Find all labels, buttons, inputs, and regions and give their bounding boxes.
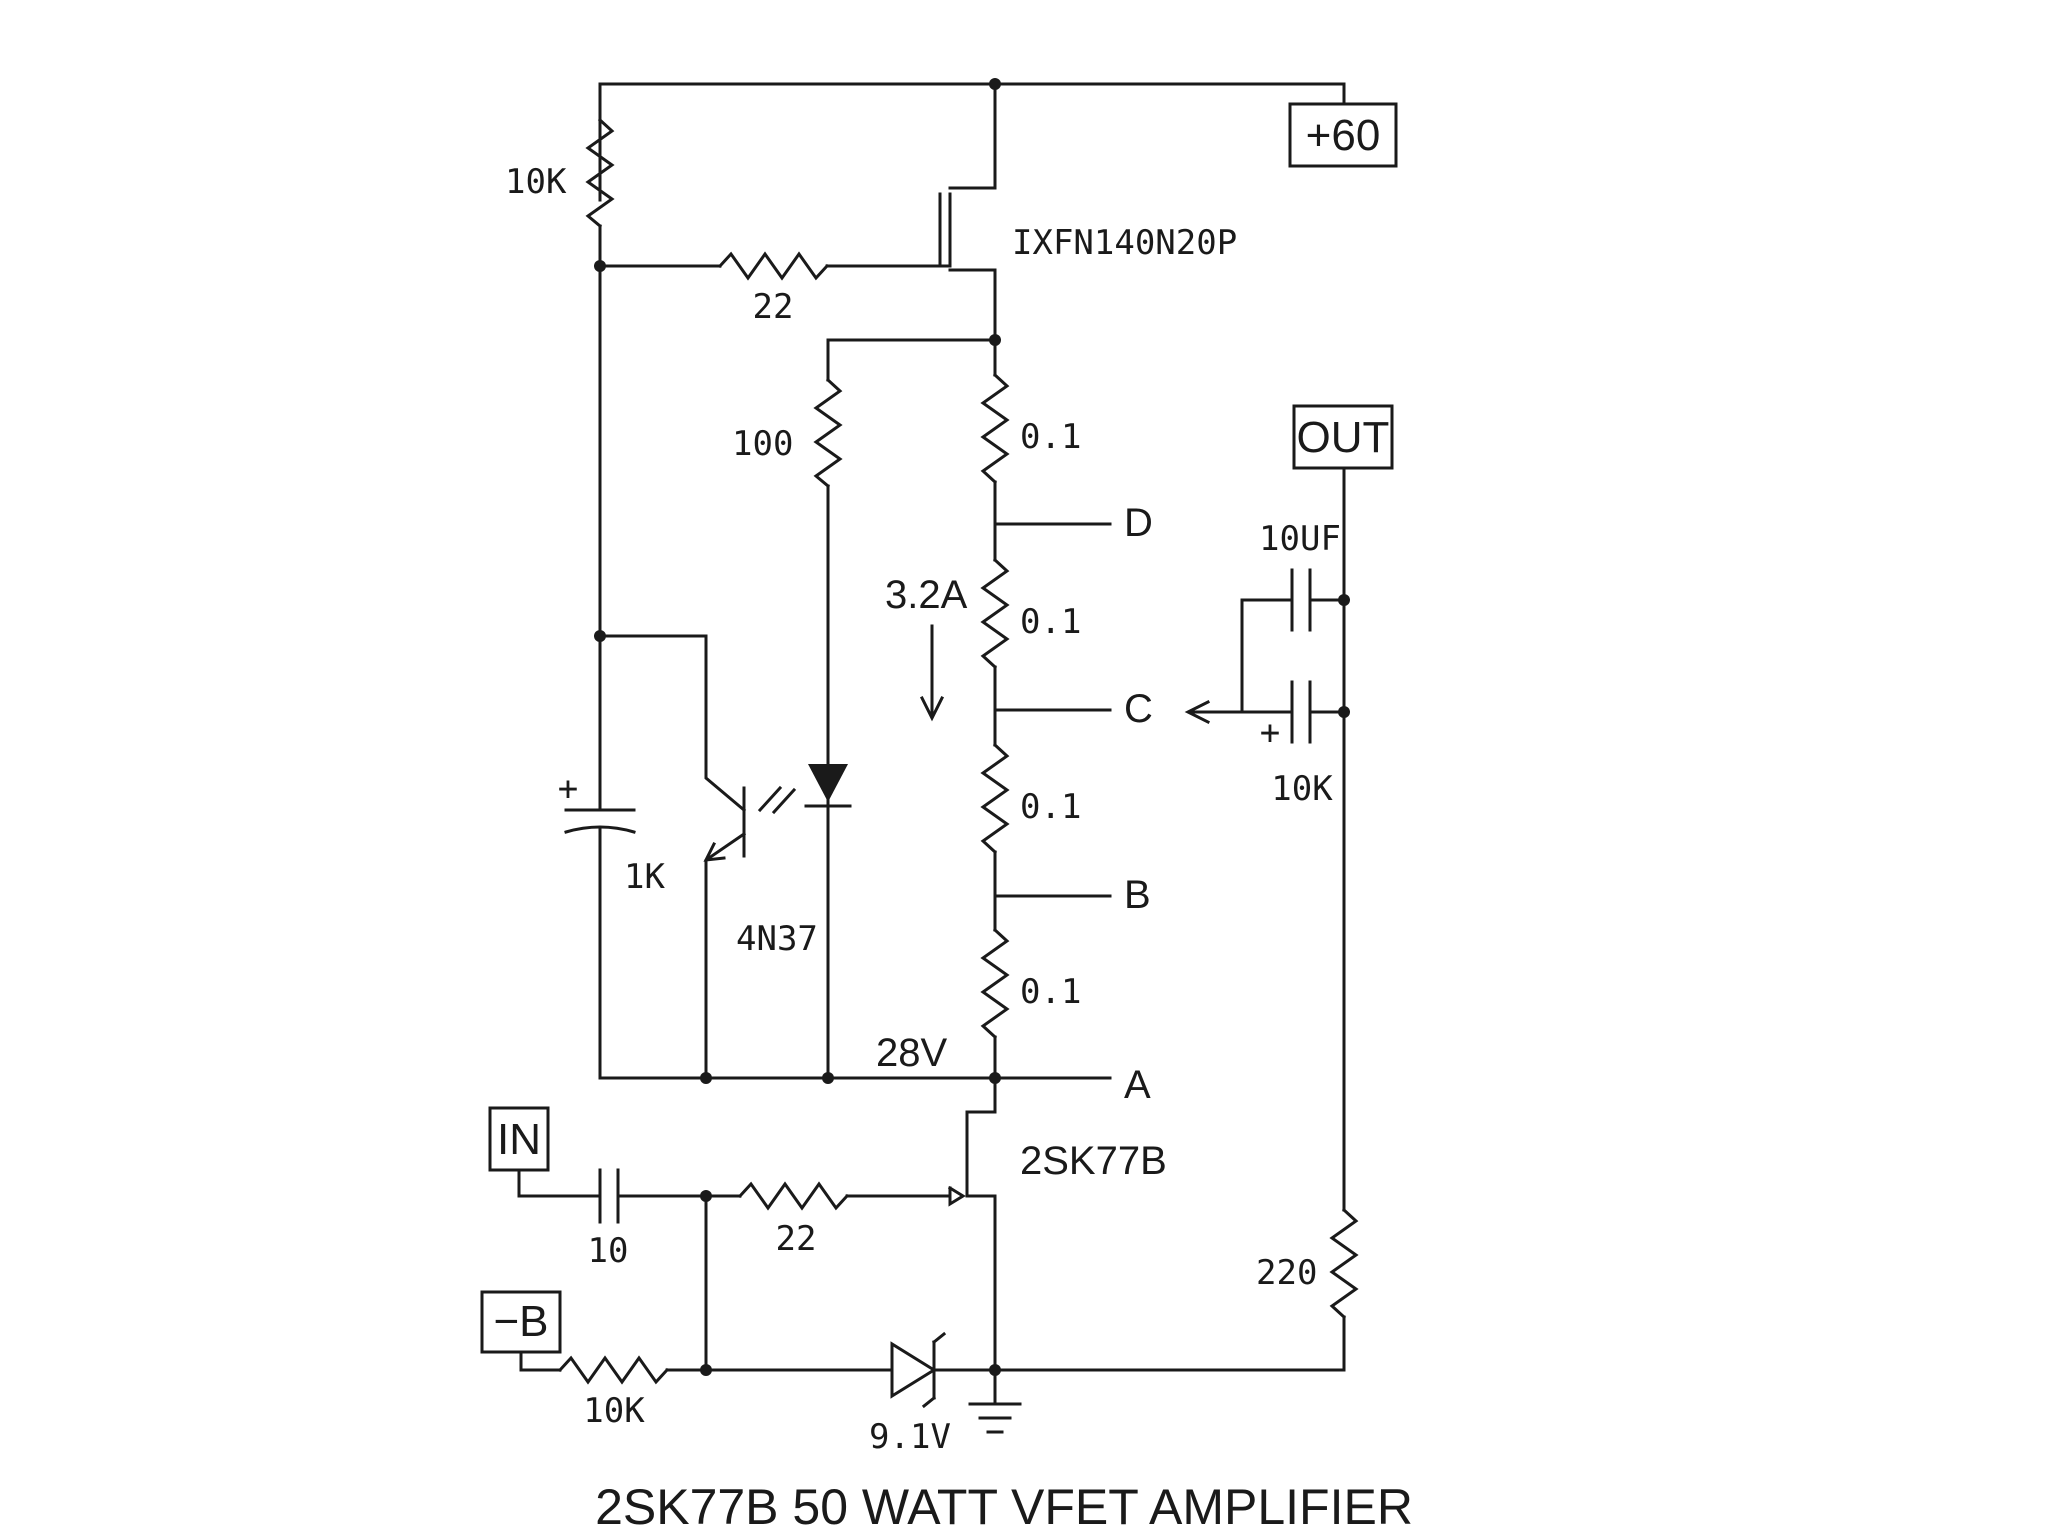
svg-text:10K: 10K [505,162,567,202]
resistor-0-1-fourth: 0.1 [980,927,1081,1080]
svg-text:100: 100 [732,424,793,464]
capacitor-10uf: 10UF [1240,519,1350,714]
svg-text:0.1: 0.1 [1020,787,1081,827]
resistor-10k-top: 10K [505,82,615,268]
svg-text:10K: 10K [583,1391,645,1431]
svg-text:10UF: 10UF [1259,519,1341,559]
resistor-0-1-first: 0.1 [980,338,1081,562]
resistor-100: 100 [732,338,997,762]
diagram-title: 2SK77B 50 WATT VFET AMPLIFIER [595,1479,1413,1535]
capacitor-10-input: 10 [588,1168,708,1271]
resistor-10k-bias: 10K [557,1355,708,1431]
svg-text:+: + [558,769,578,809]
resistor-22-input: 22 [704,1181,952,1259]
svg-text:+60: +60 [1306,111,1381,160]
svg-text:IN: IN [497,1115,541,1164]
svg-text:0.1: 0.1 [1020,602,1081,642]
svg-text:22: 22 [753,287,794,327]
capacitor-1k: + 1K [558,634,665,1080]
resistor-0-1-third: 0.1 [980,742,1081,932]
resistor-22-gate: 22 [598,251,952,327]
tap-c: C [993,687,1153,731]
vfet-2sk77b: 2SK77B [947,1076,1167,1372]
current-arrow: 3.2A [885,573,968,722]
resistor-0-1-second: 0.1 [980,557,1081,747]
svg-text:9.1V: 9.1V [869,1417,951,1457]
svg-text:−B: −B [493,1297,548,1346]
svg-text:0.1: 0.1 [1020,972,1081,1012]
supply-terminal: +60 [1288,102,1398,168]
svg-text:220: 220 [1256,1253,1317,1293]
node-28v: 28V A [598,1031,1151,1107]
svg-text:C: C [1124,687,1153,731]
svg-text:IXFN140N20P: IXFN140N20P [1012,223,1237,263]
svg-text:OUT: OUT [1297,413,1390,462]
capacitor-10k-electrolytic: + 10K [1184,680,1350,809]
supply-rail [598,78,1346,202]
led-diode [804,758,852,1080]
svg-text:1K: 1K [624,857,665,897]
optocoupler-4n37: 4N37 [598,634,818,1080]
svg-text:3.2A: 3.2A [885,573,968,617]
svg-text:10K: 10K [1271,769,1333,809]
svg-text:22: 22 [776,1219,817,1259]
negative-terminal: −B [480,1290,562,1372]
svg-text:0.1: 0.1 [1020,417,1081,457]
tap-d: D [993,501,1153,545]
mosfet-ixfn140n20p: IXFN140N20P [938,186,1237,342]
resistor-220: 220 [1256,1207,1359,1326]
svg-text:10: 10 [588,1231,629,1271]
svg-text:B: B [1124,873,1151,917]
svg-text:28V: 28V [876,1031,947,1075]
svg-text:2SK77B: 2SK77B [1020,1139,1167,1183]
bottom-return-wire [993,1322,1346,1372]
zener-9-1v: 9.1V [704,1331,997,1457]
ground-symbol [968,1364,1022,1434]
svg-text:4N37: 4N37 [736,919,818,959]
tap-b: B [993,873,1151,917]
svg-text:+: + [1260,713,1280,753]
svg-text:A: A [1124,1063,1151,1107]
svg-text:D: D [1124,501,1153,545]
input-terminal: IN [488,1106,602,1198]
output-terminal: OUT [1292,404,1394,1212]
